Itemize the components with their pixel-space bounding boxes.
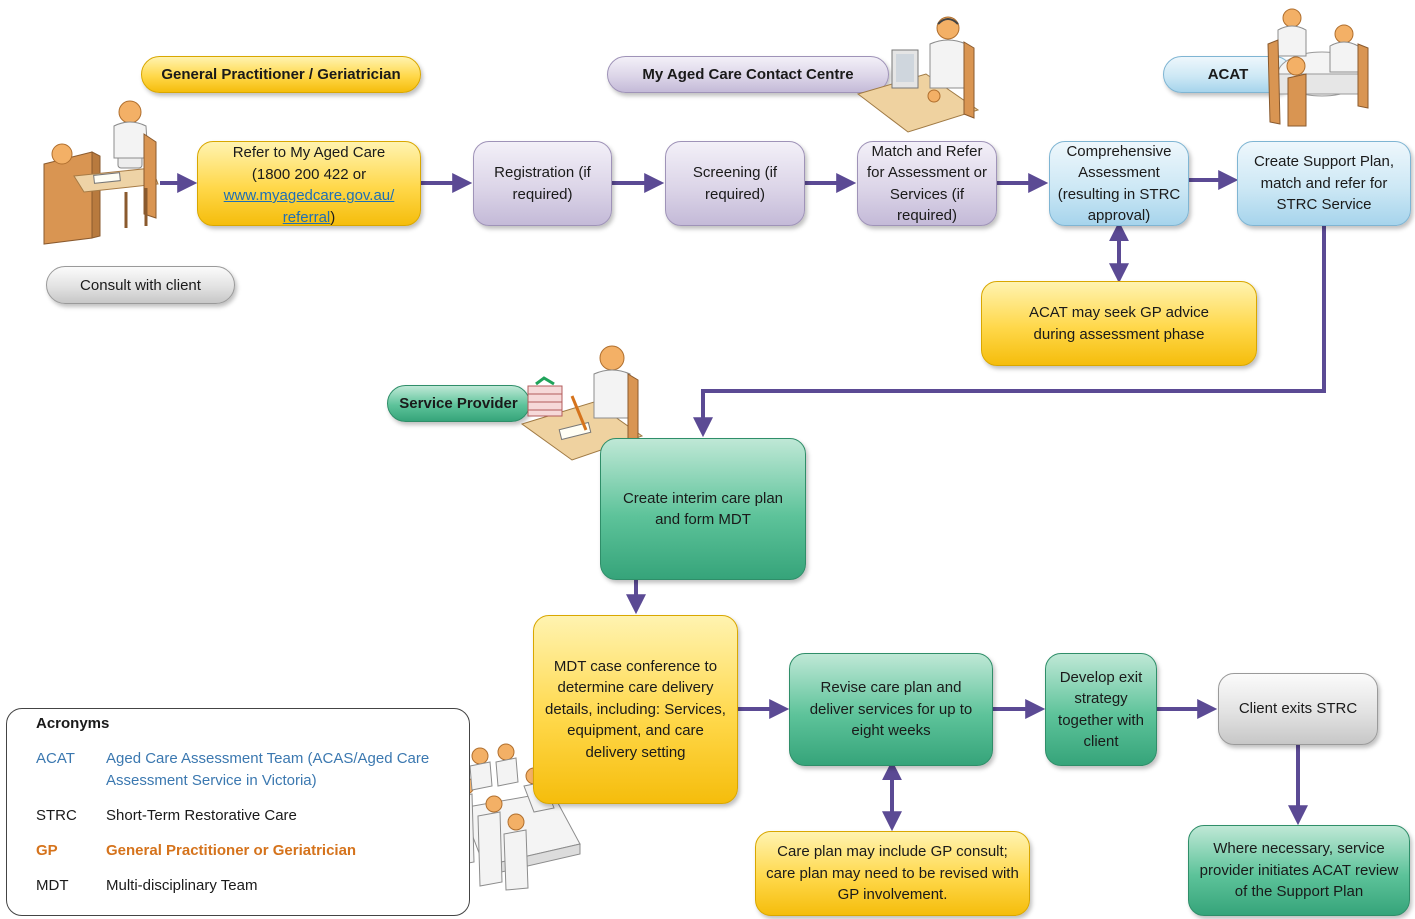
create-interim-care-plan-step: Create interim care plan and form MDT xyxy=(600,438,806,580)
legend-definition: Aged Care Assessment Team (ACAS/Aged Car… xyxy=(106,750,430,789)
refer-line-2: (1800 200 422 or xyxy=(251,165,367,183)
legend-abbr: MDT xyxy=(36,877,69,894)
legend-abbr: STRC xyxy=(36,807,77,824)
care-plan-gp-note: Care plan may include GP consult; care p… xyxy=(755,831,1030,916)
acat-gp-advice-note: ACAT may seek GP advice during assessmen… xyxy=(981,281,1257,366)
legend-definition: General Practitioner or Geriatrician xyxy=(106,842,357,859)
service-provider-desk-icon xyxy=(520,345,644,461)
acronyms-legend: Acronyms ACAT Aged Care Assessment Team … xyxy=(6,708,470,916)
registration-step: Registration (if required) xyxy=(473,141,612,226)
match-and-refer-step: Match and Refer for Assessment or Servic… xyxy=(857,141,997,226)
comprehensive-assessment-step: Comprehensive Assessment (resulting in S… xyxy=(1049,141,1189,226)
legend-abbr: GP xyxy=(36,842,58,859)
legend-title: Acronyms xyxy=(36,715,110,732)
my-aged-care-referral-link-cont[interactable]: referral xyxy=(282,208,331,226)
create-support-plan-step: Create Support Plan, match and refer for… xyxy=(1237,141,1411,226)
refer-line-1: Refer to My Aged Care xyxy=(232,144,386,161)
legend-definition: Multi-disciplinary Team xyxy=(106,877,258,894)
my-aged-care-referral-link[interactable]: www.myagedcare.gov.au/ xyxy=(223,187,395,204)
call-centre-operator-icon xyxy=(856,16,980,133)
meeting-table-icon xyxy=(1267,8,1369,127)
develop-exit-strategy-step: Develop exit strategy together with clie… xyxy=(1045,653,1157,766)
arrow-support-plan-to-interim xyxy=(693,226,1326,438)
gp-role-label: General Practitioner / Geriatrician xyxy=(141,56,421,93)
screening-step: Screening (if required) xyxy=(665,141,805,226)
consult-with-client-label: Consult with client xyxy=(46,266,235,304)
doctor-desk-icon xyxy=(43,100,159,245)
refer-to-my-aged-care-step: Refer to My Aged Care (1800 200 422 or w… xyxy=(197,141,421,226)
acat-review-note: Where necessary, service provider initia… xyxy=(1188,825,1410,916)
legend-abbr: ACAT xyxy=(36,750,75,767)
legend-definition: Short-Term Restorative Care xyxy=(106,807,297,824)
mdt-case-conference-step: MDT case conference to determine care de… xyxy=(533,615,738,804)
revise-care-plan-step: Revise care plan and deliver services fo… xyxy=(789,653,993,766)
service-provider-role-label: Service Provider xyxy=(387,385,530,422)
refer-close-paren: ) xyxy=(330,208,336,226)
contact-centre-role-label: My Aged Care Contact Centre xyxy=(607,56,889,93)
client-exits-strc-step: Client exits STRC xyxy=(1218,673,1378,745)
